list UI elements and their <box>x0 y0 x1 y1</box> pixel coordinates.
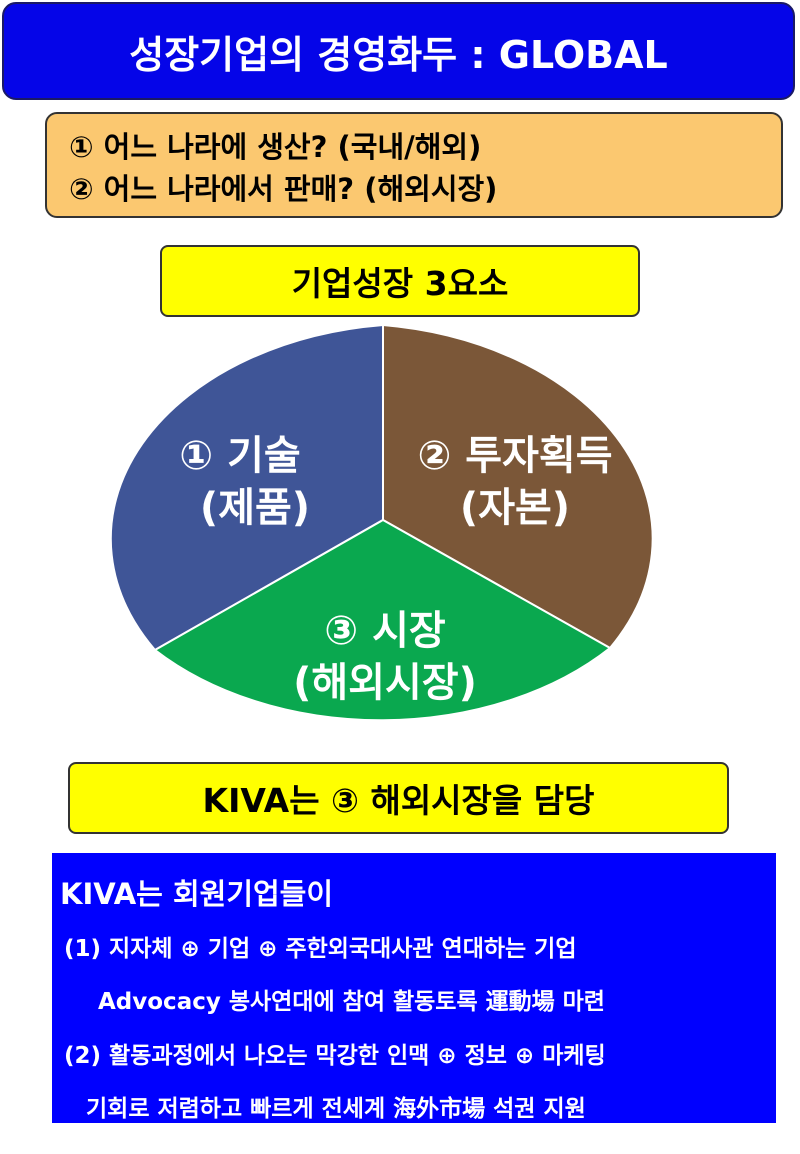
kiva-info-box: KIVA는 회원기업들이 (1) 지자체 ⊕ 기업 ⊕ 주한외국대사관 연대하는… <box>52 853 776 1123</box>
sector-investment <box>382 323 654 650</box>
sector-market <box>153 518 612 722</box>
sector-label-line: ① 기술 <box>179 433 301 479</box>
info-line: (2) 활동과정에서 나오는 막강한 인맥 ⊕ 정보 ⊕ 마케팅 <box>64 1043 606 1069</box>
info-line: (1) 지자체 ⊕ 기업 ⊕ 주한외국대사관 연대하는 기업 <box>64 936 577 962</box>
questions-box: ① 어느 나라에 생산? (국내/해외) ② 어느 나라에서 판매? (해외시장… <box>45 112 783 218</box>
sector-technology-label: ① 기술 (제품) <box>140 430 340 534</box>
question-1: ① 어느 나라에 생산? (국내/해외) <box>69 130 482 164</box>
sector-label-line: (해외시장) <box>293 660 477 706</box>
sector-label-line: ③ 시장 <box>324 608 446 654</box>
page-title: 성장기업의 경영화두 : GLOBAL <box>2 2 795 100</box>
sector-label-line: (자본) <box>459 485 571 531</box>
info-line: Advocacy 봉사연대에 참여 활동토록 運動場 마련 <box>98 989 605 1015</box>
info-line: 기회로 저렴하고 빠르게 전세계 海外市場 석권 지원 <box>86 1096 586 1122</box>
sector-market-label: ③ 시장 (해외시장) <box>260 605 510 709</box>
question-2: ② 어느 나라에서 판매? (해외시장) <box>69 172 498 206</box>
sector-investment-label: ② 투자획득 (자본) <box>395 430 635 534</box>
kiva-role: KIVA는 ③ 해외시장을 담당 <box>68 762 729 834</box>
sector-label-line: (제품) <box>199 485 311 531</box>
sector-technology <box>109 323 384 652</box>
elements-heading: 기업성장 3요소 <box>160 245 640 317</box>
sector-label-line: ② 투자획득 <box>417 433 613 479</box>
info-heading: KIVA는 회원기업들이 <box>60 877 334 911</box>
